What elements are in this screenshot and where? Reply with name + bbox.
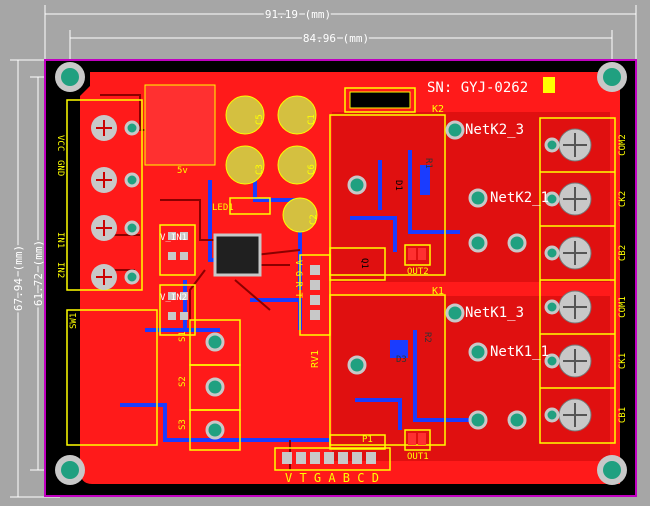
serial-number: SN: GYJ-0262 [427, 80, 528, 96]
header-pins [168, 232, 376, 464]
net-label-k1-3: NetK1_3 [465, 305, 524, 321]
diode-label-d3: D3 [396, 355, 407, 365]
label-5v: 5v [177, 166, 188, 176]
label-led1: LED1 [212, 203, 234, 213]
cap-label-c2: C2 [309, 214, 319, 225]
resistor-label-r2: R2 [422, 332, 432, 343]
serial-marker [543, 77, 555, 93]
pot-label-rv1: RV1 [310, 350, 321, 368]
switch-label-s2: S2 [178, 376, 188, 387]
relay-k1-area [332, 296, 610, 461]
term-label-ck1: CK1 [618, 353, 628, 369]
pot-label-rv2: RV2 [372, 93, 390, 104]
net-label-k2-3: NetK2_3 [465, 122, 524, 138]
dim-width-inner: 84.96 (mm) [303, 32, 369, 45]
smd-parts [390, 165, 430, 445]
label-q1: Q1 [359, 258, 369, 269]
term-label-gnd: GND [55, 160, 65, 176]
dim-height-total: 67.94 (mm) [12, 245, 25, 311]
diode-label-d1: D1 [393, 180, 403, 191]
left-terminals [91, 115, 140, 290]
switch-label-s1: S1 [178, 331, 188, 342]
header-label-vin1: V_IN1 [160, 233, 187, 243]
side-pins-label: V G R T [293, 260, 303, 299]
right-terminals [544, 128, 592, 432]
relay-label-k2: K2 [432, 104, 444, 115]
dim-width-total: 91.19 (mm) [265, 8, 331, 21]
out-label-1: OUT1 [407, 452, 429, 462]
term-label-com1: COM1 [618, 296, 628, 318]
header-label-p1: P1 [362, 435, 373, 445]
bottom-traces [120, 150, 480, 442]
regulator [144, 84, 216, 166]
pot-rv2 [349, 91, 411, 109]
net-label-k1-1: NetK1_1 [490, 344, 549, 360]
silkscreen [66, 87, 616, 471]
header-label-sw1: SW1 [69, 313, 79, 329]
header-pins-label: V T G A B C D [285, 471, 379, 485]
net-label-k2-1: NetK2_1 [490, 190, 549, 206]
switch-label-s3: S3 [178, 419, 188, 430]
mounting-holes [55, 62, 627, 485]
term-label-cb2: CB2 [618, 245, 628, 261]
cap-label-c6: C6 [307, 164, 317, 175]
term-label-in2: IN2 [55, 262, 65, 278]
relay-label-k1: K1 [432, 286, 444, 297]
cap-label-c5: C5 [255, 114, 265, 125]
cap-label-c3: C3 [255, 164, 265, 175]
header-label-vin2: V_IN2 [160, 293, 187, 303]
term-label-com2: COM2 [618, 134, 628, 156]
term-label-ck2: CK2 [618, 191, 628, 207]
dimension-lines [10, 5, 637, 498]
out-label-2: OUT2 [407, 267, 429, 277]
dim-height-inner: 61.72 (mm) [32, 240, 45, 306]
capacitors [225, 95, 318, 233]
relay-pads [347, 120, 527, 430]
term-label-cb1: CB1 [618, 407, 628, 423]
resistor-label-r1: R1 [423, 158, 433, 169]
cap-label-c1: C1 [307, 114, 317, 125]
switches [205, 332, 225, 440]
term-label-in1: IN1 [55, 232, 65, 248]
microcontroller [213, 233, 262, 277]
term-label-vcc: VCC [55, 135, 65, 151]
